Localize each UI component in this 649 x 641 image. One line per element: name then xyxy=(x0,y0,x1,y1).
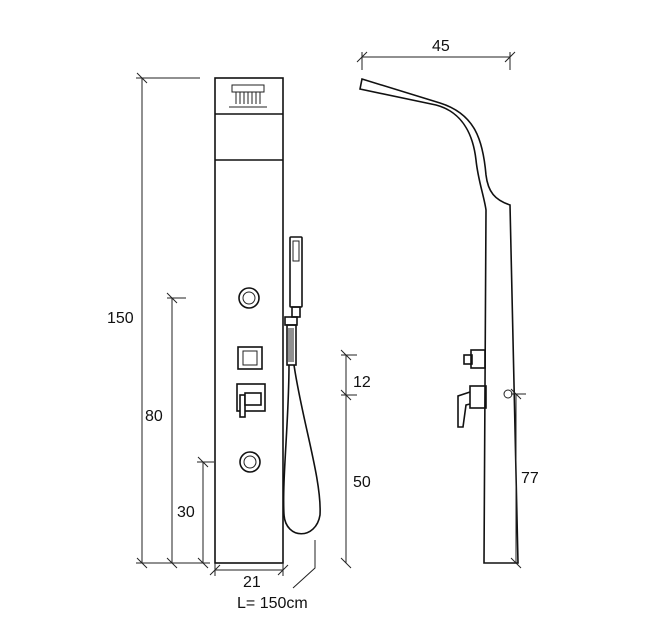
valve-spacing-dimensions xyxy=(340,349,357,569)
label-valve-spacing: 12 xyxy=(353,374,371,391)
upper-body-jet-icon xyxy=(238,287,260,309)
side-outlet-hole-icon xyxy=(503,389,513,399)
shower-hose-line xyxy=(282,364,321,535)
front-view xyxy=(136,72,321,589)
height-30-dimension xyxy=(197,456,214,569)
panel-body xyxy=(214,77,284,564)
label-hose-length: L= 150cm xyxy=(237,595,308,612)
projection-45-dimension xyxy=(356,51,516,70)
height-80-dimension xyxy=(166,292,186,569)
width-21-dimension xyxy=(209,563,289,576)
side-diverter-knob-icon xyxy=(463,349,486,369)
side-view xyxy=(340,51,526,569)
lower-body-jet-icon xyxy=(239,451,261,473)
label-lower-jet-height: 30 xyxy=(177,504,195,521)
hose-length-leader xyxy=(292,540,316,589)
mixer-lever-icon xyxy=(236,383,266,418)
label-panel-width: 21 xyxy=(243,574,261,591)
rain-showerhead-icon xyxy=(229,84,267,108)
side-profile-outline xyxy=(359,77,519,564)
side-height-77-dimension xyxy=(510,388,526,569)
label-head-projection: 45 xyxy=(432,38,450,55)
side-mixer-lever-icon xyxy=(457,385,487,428)
label-side-valve-height: 77 xyxy=(521,470,539,487)
label-panel-height: 150 xyxy=(107,310,134,327)
diverter-knob-icon xyxy=(237,346,263,370)
label-outlet-height: 80 xyxy=(145,408,163,425)
height-150-dimension xyxy=(136,72,210,569)
label-valve-to-jet: 50 xyxy=(353,474,371,491)
hand-shower-icon xyxy=(284,236,303,366)
